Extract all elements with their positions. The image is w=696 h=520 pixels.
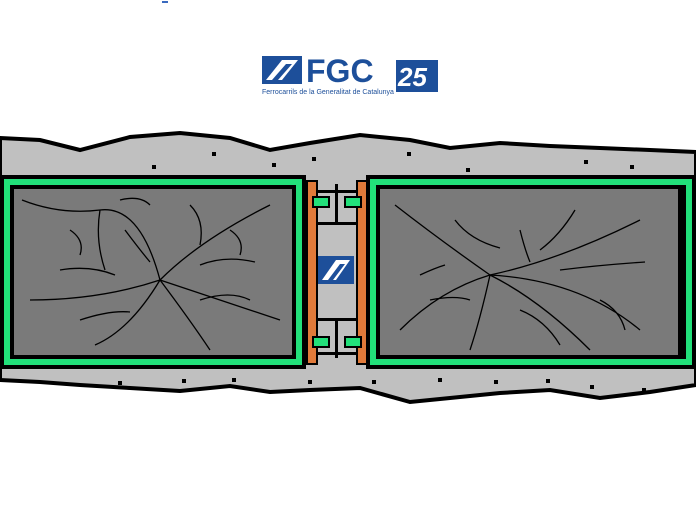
wagon-coupling [306,180,368,365]
logo-wordmark: FGC [306,53,374,89]
left-wagon[interactable] [0,175,306,369]
right-wagon[interactable] [366,175,696,369]
right-wagon-cracks [394,204,646,351]
badge-number: 25 [397,62,427,92]
fgc-emblem-icon [262,56,302,84]
left-wagon-cracks [21,197,281,351]
fgc-logo: FGC Ferrocarrils de la Generalitat de Ca… [262,53,438,96]
coupling-fgc-emblem-icon [318,256,354,284]
ballast-dots [118,152,646,392]
logo-tagline: Ferrocarrils de la Generalitat de Catalu… [262,89,394,96]
anniversary-badge: 25 [396,60,438,92]
